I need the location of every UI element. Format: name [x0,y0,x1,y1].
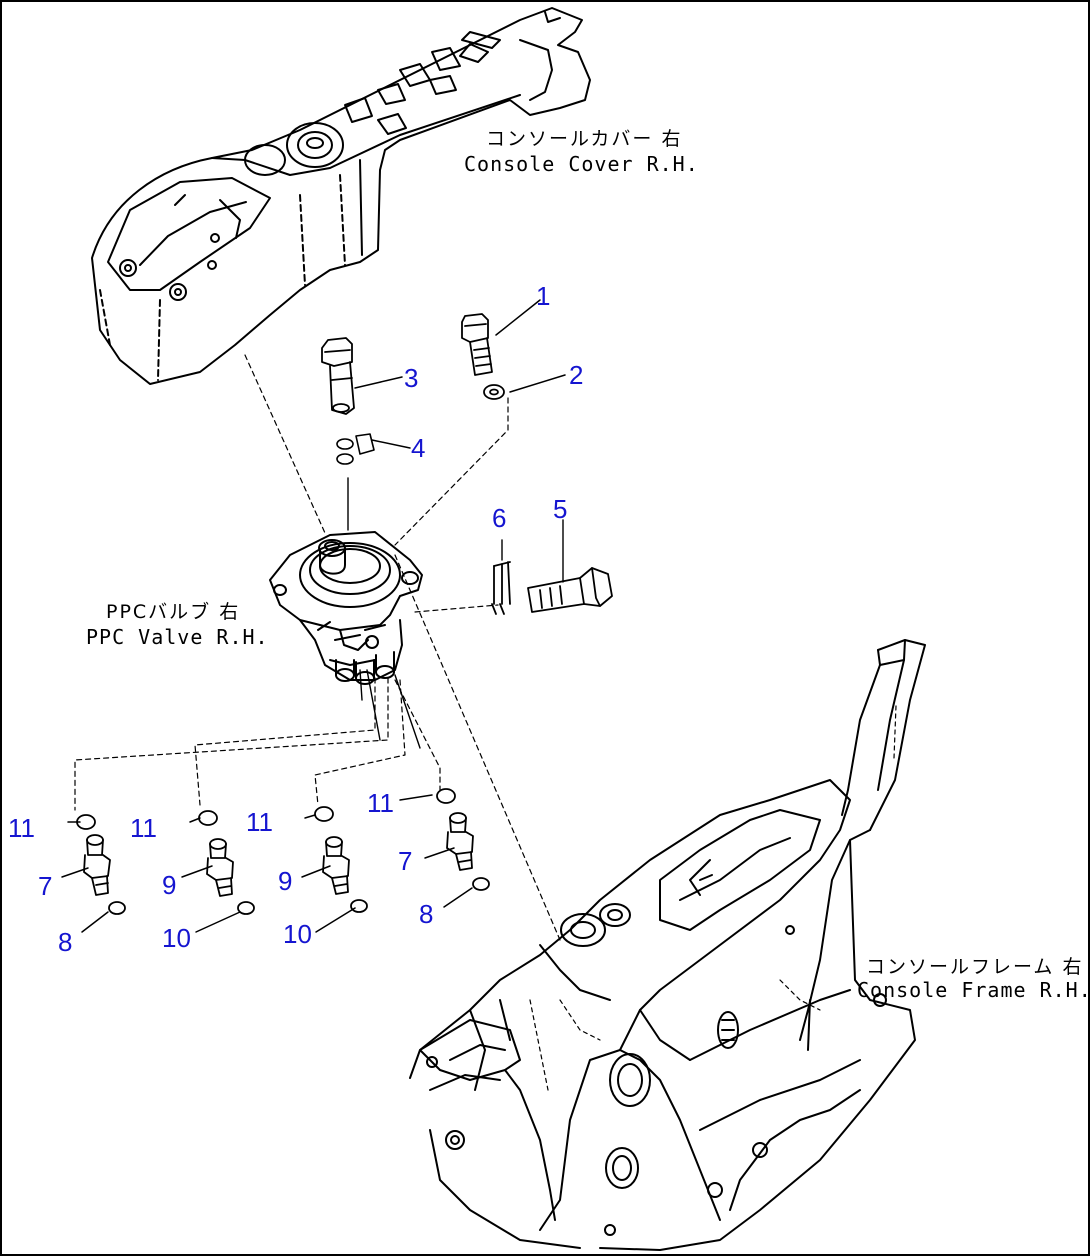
callout-1: 1 [536,281,551,311]
ppc-valve-label-jp: PPCバルブ 右 [106,601,241,623]
callout-3: 3 [404,363,419,393]
part-2-washer [483,384,505,400]
part-8-10-orings [108,877,490,915]
callout-6: 6 [492,503,507,533]
callout-11: 11 [246,807,273,837]
callout-10: 10 [283,919,312,949]
callout-7: 7 [398,846,413,876]
part-6-pin [491,561,511,615]
callout-2: 2 [569,360,584,390]
part-11-orings [76,788,456,830]
part-1-bolt [461,313,493,376]
callout-11: 11 [130,813,157,843]
part-5-bolt [527,567,613,613]
ppc-valve-drawing [269,531,423,685]
callout-9: 9 [278,866,293,896]
console-frame-label-jp: コンソールフレーム 右 [866,956,1084,978]
ppc-valve-label-en: PPC Valve R.H. [86,625,269,649]
assembly-dashed-lines [74,354,561,941]
fittings-7-9 [83,812,474,897]
callout-11: 11 [367,788,394,818]
callout-8: 8 [419,899,434,929]
callout-leaders [61,299,566,933]
callout-11: 11 [8,813,35,843]
part-3-shaft [321,337,355,415]
callout-4: 4 [411,433,426,463]
part-4-pins [336,433,375,465]
console-cover-label-jp: コンソールカバー 右 [486,128,683,150]
callout-10: 10 [162,923,191,953]
console-cover-label-en: Console Cover R.H. [464,152,699,176]
console-frame-label-en: Console Frame R.H. [857,978,1090,1002]
console-cover-drawing [91,7,591,385]
callout-8: 8 [58,927,73,957]
callout-9: 9 [162,870,177,900]
console-frame-drawing [409,639,926,1251]
callout-5: 5 [553,494,568,524]
assembly-solid-lines [347,477,564,749]
callout-7: 7 [38,871,53,901]
